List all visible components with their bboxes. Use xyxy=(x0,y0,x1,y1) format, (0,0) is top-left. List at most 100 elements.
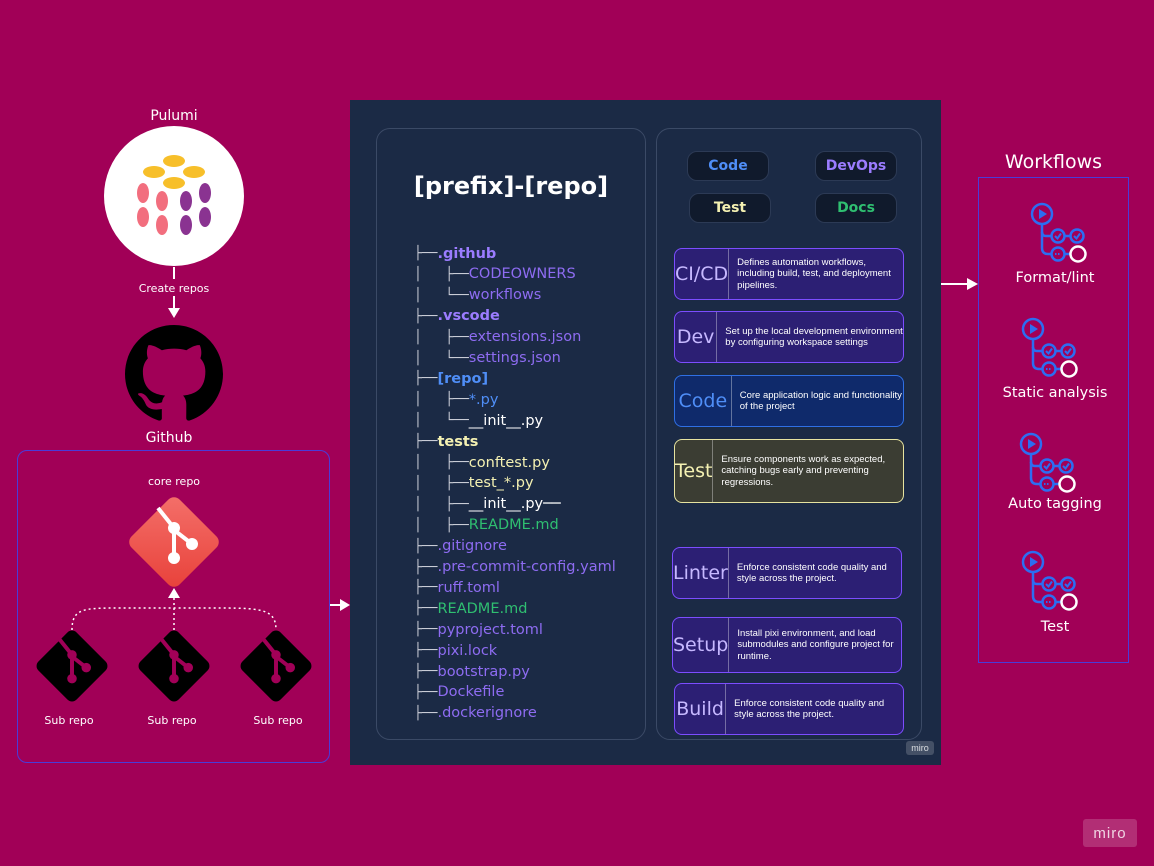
tree-branch: ├── xyxy=(414,601,438,617)
tree-row: │ ├──test_*.py xyxy=(414,473,534,494)
pulumi-logo-icon xyxy=(137,155,211,235)
tree-entry-name: extensions.json xyxy=(468,329,582,346)
tree-row: │ └──workflows xyxy=(414,285,541,306)
tree-branch: │ ├── xyxy=(414,455,469,470)
github-icon xyxy=(125,325,223,421)
create-repos-connector xyxy=(173,267,175,279)
legend-card xyxy=(656,128,922,740)
tree-branch: │ ├── xyxy=(414,329,469,345)
tree-entry-name: *.py xyxy=(468,391,499,408)
tree-entry-name: bootstrap.py xyxy=(437,663,530,680)
legend-pill: DevOps xyxy=(815,151,897,181)
tree-branch: │ └── xyxy=(414,413,469,429)
tree-entry-name: test_*.py xyxy=(468,475,534,492)
tree-branch: ├── xyxy=(414,434,438,450)
submodule-connectors xyxy=(71,588,277,631)
sub-repo-label: Sub repo xyxy=(253,714,303,727)
category-card-description: Defines automation workflows, including … xyxy=(737,256,891,291)
tree-entry-name: .github xyxy=(437,245,497,262)
category-card-label: CI/CD xyxy=(675,249,730,299)
down-arrow-icon xyxy=(168,296,180,318)
tree-row: ├──bootstrap.py xyxy=(414,661,530,682)
workflow-icon xyxy=(1021,317,1078,378)
tree-branch: ├── xyxy=(414,664,438,679)
tree-entry-name: README.md xyxy=(468,517,559,534)
github-repos-group xyxy=(17,450,330,763)
page-miro-watermark: miro xyxy=(1083,819,1137,847)
tree-row: │ └──__init__.py xyxy=(414,410,543,431)
workflow-label: Static analysis xyxy=(1002,385,1108,401)
tree-row: │ └──settings.json xyxy=(414,348,561,369)
repo-tree-title: [prefix]-[repo] xyxy=(413,172,609,200)
category-card: Linter Enforce consistent code quality an… xyxy=(672,547,902,599)
legend-pill: Code xyxy=(687,151,769,181)
category-card: Code Core application logic and functiona… xyxy=(674,375,904,427)
tree-entry-name: .dockerignore xyxy=(437,705,537,722)
tree-entry-name: pixi.lock xyxy=(437,642,498,659)
tree-branch: ├── xyxy=(414,705,438,721)
tree-branch: ├── xyxy=(414,246,438,261)
sub-repo-label: Sub repo xyxy=(147,714,197,727)
category-card-description: Ensure components work as expected, catc… xyxy=(721,453,886,488)
tree-row: │ ├──__init__.py── xyxy=(414,494,561,515)
tree-row: │ ├──README.md xyxy=(414,515,559,536)
pulumi-logo xyxy=(104,126,244,266)
tree-entry-name: conftest.py xyxy=(468,454,550,471)
category-card-label: Dev xyxy=(675,312,718,362)
sub-repo-git-icon xyxy=(138,630,210,702)
category-card-label: Linter xyxy=(673,548,729,598)
core-repo-git-icon xyxy=(129,497,219,587)
workflow-icon xyxy=(1021,550,1078,611)
category-card-description: Core application logic and functionality… xyxy=(739,389,902,413)
tree-branch: │ └── xyxy=(414,350,469,366)
right-arrow-icon xyxy=(941,278,978,290)
tree-row: ├──ruff.toml xyxy=(414,577,500,598)
category-card-description: Enforce consistent code quality and styl… xyxy=(736,561,887,585)
category-card-label: Setup xyxy=(673,618,730,672)
category-card-description: Install pixi environment, and load submo… xyxy=(737,627,894,662)
right-arrow-icon xyxy=(330,599,350,611)
tree-branch: │ └── xyxy=(414,287,469,303)
workflow-icon xyxy=(1019,432,1076,493)
tree-entry-name: tests xyxy=(437,433,479,450)
tree-row: ├──[repo] xyxy=(414,368,488,389)
tree-branch: ├── xyxy=(414,308,438,324)
tree-entry-name: .pre-commit-config.yaml xyxy=(437,559,616,575)
tree-row: │ ├──*.py xyxy=(414,389,498,410)
tree-row: │ ├──CODEOWNERS xyxy=(414,264,576,285)
workflows-title: Workflows xyxy=(1004,151,1103,173)
tree-entry-name: CODEOWNERS xyxy=(468,266,576,283)
tree-row: ├──Dockefile xyxy=(414,682,504,703)
workflows-group xyxy=(978,177,1129,663)
tree-row: ├──.gitignore xyxy=(414,536,507,557)
create-repos-label: Create repos xyxy=(138,282,210,295)
tree-branch: ├── xyxy=(414,622,438,638)
workflow-label: Test xyxy=(1040,619,1070,635)
tree-row: ├──README.md xyxy=(414,598,527,619)
category-card-label: Test xyxy=(675,440,714,502)
workflow-icon xyxy=(1030,202,1087,263)
tree-row: ├──.pre-commit-config.yaml xyxy=(414,557,616,578)
tree-branch: │ ├── xyxy=(414,496,469,512)
pulumi-title: Pulumi xyxy=(150,108,198,124)
repo-tree-card xyxy=(376,128,646,740)
legend-pill: Test xyxy=(689,193,771,223)
tree-branch: ├── xyxy=(414,559,438,575)
tree-row: ├──.dockerignore xyxy=(414,703,537,724)
tree-branch: ├── xyxy=(414,580,438,596)
tree-entry-name: __init__.py xyxy=(468,412,544,429)
tree-row: │ ├──extensions.json xyxy=(414,327,581,348)
tree-branch: ├── xyxy=(414,371,438,387)
sub-repo-git-icon xyxy=(36,630,108,702)
tree-entry-name: pyproject.toml xyxy=(437,621,543,638)
tree-row: ├──pyproject.toml xyxy=(414,619,543,640)
tree-row: │ ├──conftest.py xyxy=(414,452,550,473)
tree-branch: ├── xyxy=(414,643,438,659)
category-card-label: Code xyxy=(675,376,732,426)
tree-entry-name: workflows xyxy=(468,287,542,304)
tree-branch: │ ├── xyxy=(414,266,469,282)
tree-entry-name: .vscode xyxy=(437,308,500,325)
